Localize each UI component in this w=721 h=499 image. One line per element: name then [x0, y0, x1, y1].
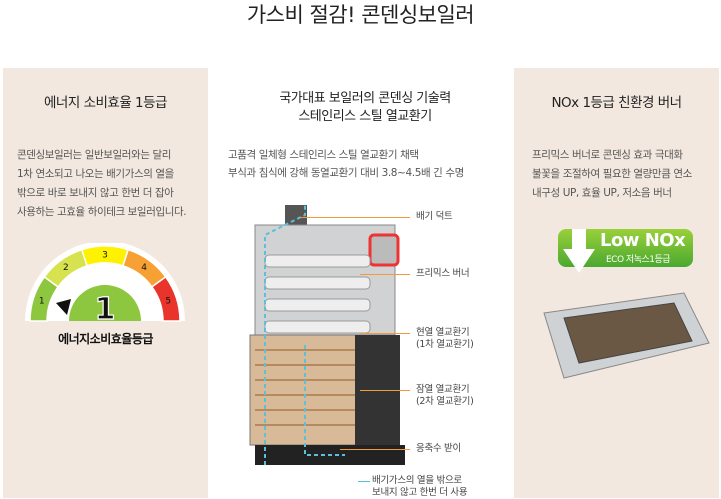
- gauge-grade-label: 3: [102, 251, 108, 261]
- callout-line: [358, 481, 370, 482]
- low-nox-badge-title: Low NOx: [600, 230, 686, 251]
- energy-grade-gauge: 1 1 2 3 4 5: [25, 243, 185, 328]
- callout-line: [300, 217, 410, 218]
- description-line: 1차 연소되고 나오는 배기가스의 열을: [17, 168, 174, 180]
- gauge-segment-5: [150, 275, 181, 322]
- callout-text: (1차 열교환기): [416, 339, 474, 350]
- callout-condensate-tray: 응축수 받이: [416, 443, 461, 454]
- callout-exhaust-reuse: 배기가스의 열을 밖으로 보내지 않고 한번 더 사용: [372, 475, 468, 499]
- callout-premix-burner: 프리믹스 버너: [416, 268, 470, 279]
- description-line: 밖으로 바로 보내지 않고 한번 더 잡아: [17, 187, 174, 199]
- boiler-cutaway-image: [249, 205, 405, 465]
- callout-secondary-exchanger: 잠열 열교환기 (2차 열교환기): [416, 384, 474, 408]
- gauge-center: [69, 285, 141, 321]
- energy-efficiency-description: 콘덴싱보일러는 일반보일러와는 달리 1차 연소되고 나오는 배기가스의 열을 …: [17, 146, 187, 222]
- premix-burner-image: [543, 292, 710, 379]
- gauge-grade-value: 1: [95, 292, 116, 327]
- heat-exchanger-title: 국가대표 보일러의 콘덴싱 기술력 스테인리스 스틸 열교환기: [220, 90, 510, 126]
- title-line: 국가대표 보일러의 콘덴싱 기술력: [279, 91, 451, 106]
- gauge-pointer-icon: [56, 299, 71, 315]
- callout-line: [360, 390, 410, 391]
- callout-primary-exchanger: 현열 열교환기 (1차 열교환기): [416, 327, 474, 351]
- low-nox-description: 프리믹스 버너로 콘덴싱 효과 극대화 불꽃을 조절하여 필요한 열량만큼 연소…: [532, 146, 692, 203]
- gauge-grade-label: 4: [141, 263, 147, 273]
- description-line: 부식과 침식에 강해 동열교환기 대비 3.8~4.5배 긴 수명: [228, 167, 464, 179]
- low-nox-badge-subtitle: ECO 저녹스1등급: [606, 255, 671, 265]
- energy-efficiency-panel: 에너지 소비효율 1등급 콘덴싱보일러는 일반보일러와는 달리 1차 연소되고 …: [3, 68, 208, 498]
- callout-line: [360, 274, 410, 275]
- callout-text: 배기가스의 열을 밖으로: [372, 475, 462, 486]
- callout-text: 잠열 열교환기: [416, 384, 470, 395]
- energy-grade-label: 에너지소비효율등급: [58, 332, 153, 346]
- description-line: 콘덴싱보일러는 일반보일러와는 달리: [17, 149, 172, 161]
- title-line: 스테인리스 스틸 열교환기: [298, 109, 432, 124]
- callout-text: (2차 열교환기): [416, 396, 474, 407]
- description-line: 내구성 UP, 효율 UP, 저소음 버너: [532, 187, 672, 199]
- callout-line: [340, 449, 410, 450]
- gauge-grade-label: 2: [63, 263, 69, 273]
- page-title: 가스비 절감! 콘덴싱보일러: [246, 3, 475, 27]
- description-line: 사용하는 고효율 하이테크 보일러입니다.: [17, 206, 187, 218]
- gauge-grade-label: 1: [39, 296, 45, 306]
- energy-efficiency-title: 에너지 소비효율 1등급: [44, 95, 167, 111]
- description-line: 프리믹스 버너로 콘덴싱 효과 극대화: [532, 149, 683, 161]
- low-nox-title: NOx 1등급 친환경 버너: [551, 95, 682, 111]
- callout-line: [360, 333, 410, 334]
- gauge-grade-label: 5: [165, 296, 171, 306]
- callout-text: 보내지 않고 한번 더 사용: [372, 487, 468, 498]
- heat-exchanger-description: 고품격 일체형 스테인리스 스틸 열교환기 채택 부식과 침식에 강해 동열교환…: [228, 146, 464, 182]
- low-nox-panel: NOx 1등급 친환경 버너 프리믹스 버너로 콘덴싱 효과 극대화 불꽃을 조…: [514, 68, 719, 498]
- description-line: 고품격 일체형 스테인리스 스틸 열교환기 채택: [228, 149, 419, 161]
- down-arrow-icon: [563, 229, 595, 273]
- low-nox-badge: Low NOx ECO 저녹스1등급: [558, 229, 693, 273]
- callout-exhaust-duct: 배기 덕트: [416, 211, 453, 222]
- description-line: 불꽃을 조절하여 필요한 열량만큼 연소: [532, 168, 692, 180]
- callout-text: 현열 열교환기: [416, 327, 470, 338]
